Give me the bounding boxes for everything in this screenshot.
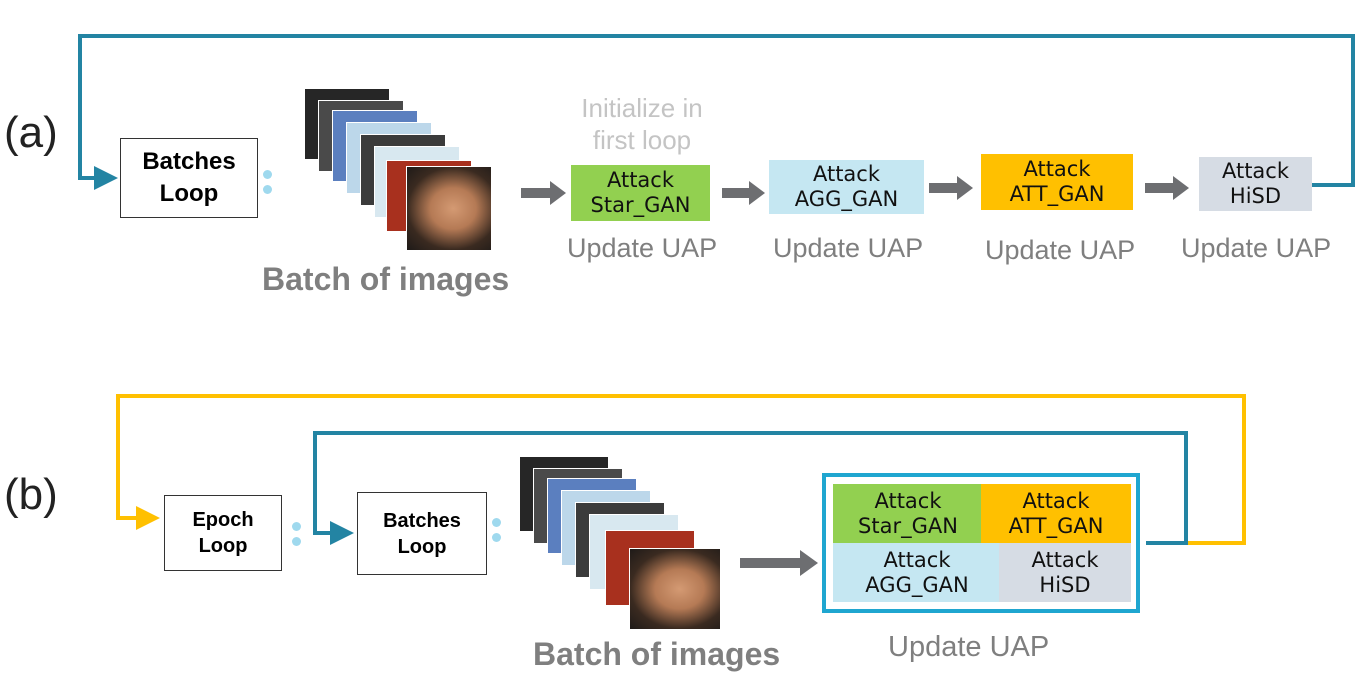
panel-b-image-stack bbox=[519, 456, 721, 630]
panel-b-connector-dots-2 bbox=[492, 518, 502, 548]
panel-a-image-stack bbox=[304, 88, 494, 253]
panel-a-label: (a) bbox=[4, 108, 58, 157]
panel-a-update-uap-3: Update UAP bbox=[985, 235, 1136, 265]
panel-b-attack-star-gan: Attack Star_GAN bbox=[833, 484, 983, 543]
panel-a-attack-hisd: Attack HiSD bbox=[1199, 157, 1312, 211]
panel-a-loop-arrow bbox=[78, 34, 1355, 190]
panel-a-update-uap-2: Update UAP bbox=[773, 233, 924, 263]
panel-a-update-uap-1: Update UAP bbox=[567, 233, 718, 263]
panel-b-update-uap: Update UAP bbox=[888, 631, 1050, 663]
panel-b-batch-label: Batch of images bbox=[533, 636, 781, 672]
panel-b-batches-loop-arrow bbox=[313, 431, 1188, 545]
panel-a-attack-star-gan: Attack Star_GAN bbox=[571, 165, 710, 221]
panel-b-attack-group: Attack Star_GAN Attack ATT_GAN Attack AG… bbox=[822, 473, 1140, 613]
panel-a-init-note: Initialize in first loop bbox=[581, 93, 703, 155]
panel-a-attack-agg-gan: Attack AGG_GAN bbox=[769, 160, 924, 214]
panel-a-batches-loop-box: Batches Loop bbox=[120, 138, 258, 218]
panel-b-label: (b) bbox=[4, 470, 58, 519]
flow-arrow-b bbox=[740, 550, 818, 576]
panel-a-connector-dots bbox=[263, 170, 273, 200]
panel-b-epoch-loop-arrow bbox=[116, 394, 1246, 545]
panel-b-attack-agg-gan: Attack AGG_GAN bbox=[833, 543, 1001, 602]
panel-b-epoch-loop-box: Epoch Loop bbox=[164, 495, 282, 571]
flow-arrows-a bbox=[521, 176, 1189, 205]
panel-a-update-uap-4: Update UAP bbox=[1181, 233, 1332, 263]
panel-b-attack-att-gan: Attack ATT_GAN bbox=[981, 484, 1131, 543]
panel-b-connector-dots-1 bbox=[292, 522, 302, 552]
panel-b-batches-loop-box: Batches Loop bbox=[357, 492, 487, 575]
panel-b-attack-hisd: Attack HiSD bbox=[999, 543, 1131, 602]
panel-a-batch-label: Batch of images bbox=[262, 261, 510, 297]
panel-a-attack-att-gan: Attack ATT_GAN bbox=[981, 154, 1133, 210]
